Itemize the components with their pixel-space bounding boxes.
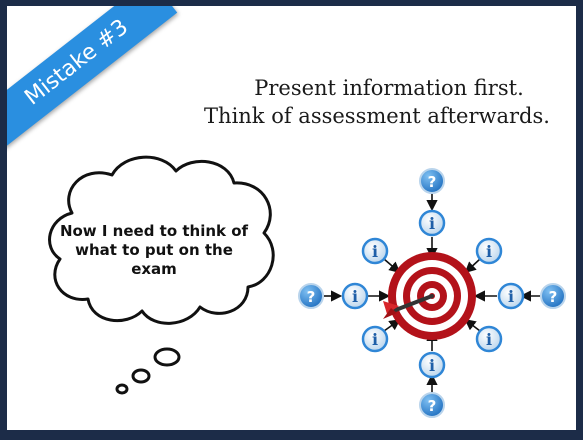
info-glyph: i [352,287,358,306]
info-icon: i [418,209,446,237]
thought-cloud-icon [48,155,275,395]
info-icon: i [361,325,389,353]
info-glyph: i [486,242,492,261]
thought-text: Now I need to think of what to put on th… [59,222,249,279]
question-glyph: ? [428,397,437,415]
info-glyph: i [372,242,378,261]
thought-line-2: what to put on the [75,241,233,259]
question-icon: ? [298,283,324,309]
question-glyph: ? [428,173,437,191]
heading-line-2: Think of assessment afterwards. [204,104,550,128]
slide-heading: Present information first. Think of asse… [177,74,576,130]
target-with-dart-icon [383,252,476,340]
info-icon: i [475,325,503,353]
heading-line-1: Present information first. [254,76,524,100]
info-icon: i [361,237,389,265]
question-icon: ? [419,168,445,194]
info-glyph: i [372,330,378,349]
info-glyph: i [508,287,514,306]
slide: Mistake #3 Present information first. Th… [7,6,576,430]
info-icon: i [341,282,369,310]
mistake-ribbon: Mistake #3 [7,6,178,149]
info-icon: i [497,282,525,310]
thought-line-1: Now I need to think of [59,222,249,240]
question-icon: ? [540,283,566,309]
info-icon: i [418,351,446,379]
question-icon: ? [419,392,445,418]
question-glyph: ? [307,288,316,306]
thought-line-3: exam [131,260,177,278]
info-icon: i [475,237,503,265]
mistake-ribbon-label: Mistake #3 [7,6,178,149]
info-glyph: i [429,214,435,233]
question-glyph: ? [549,288,558,306]
info-glyph: i [429,356,435,375]
information-diagram: i i i i i i i [298,168,566,418]
info-glyph: i [486,330,492,349]
